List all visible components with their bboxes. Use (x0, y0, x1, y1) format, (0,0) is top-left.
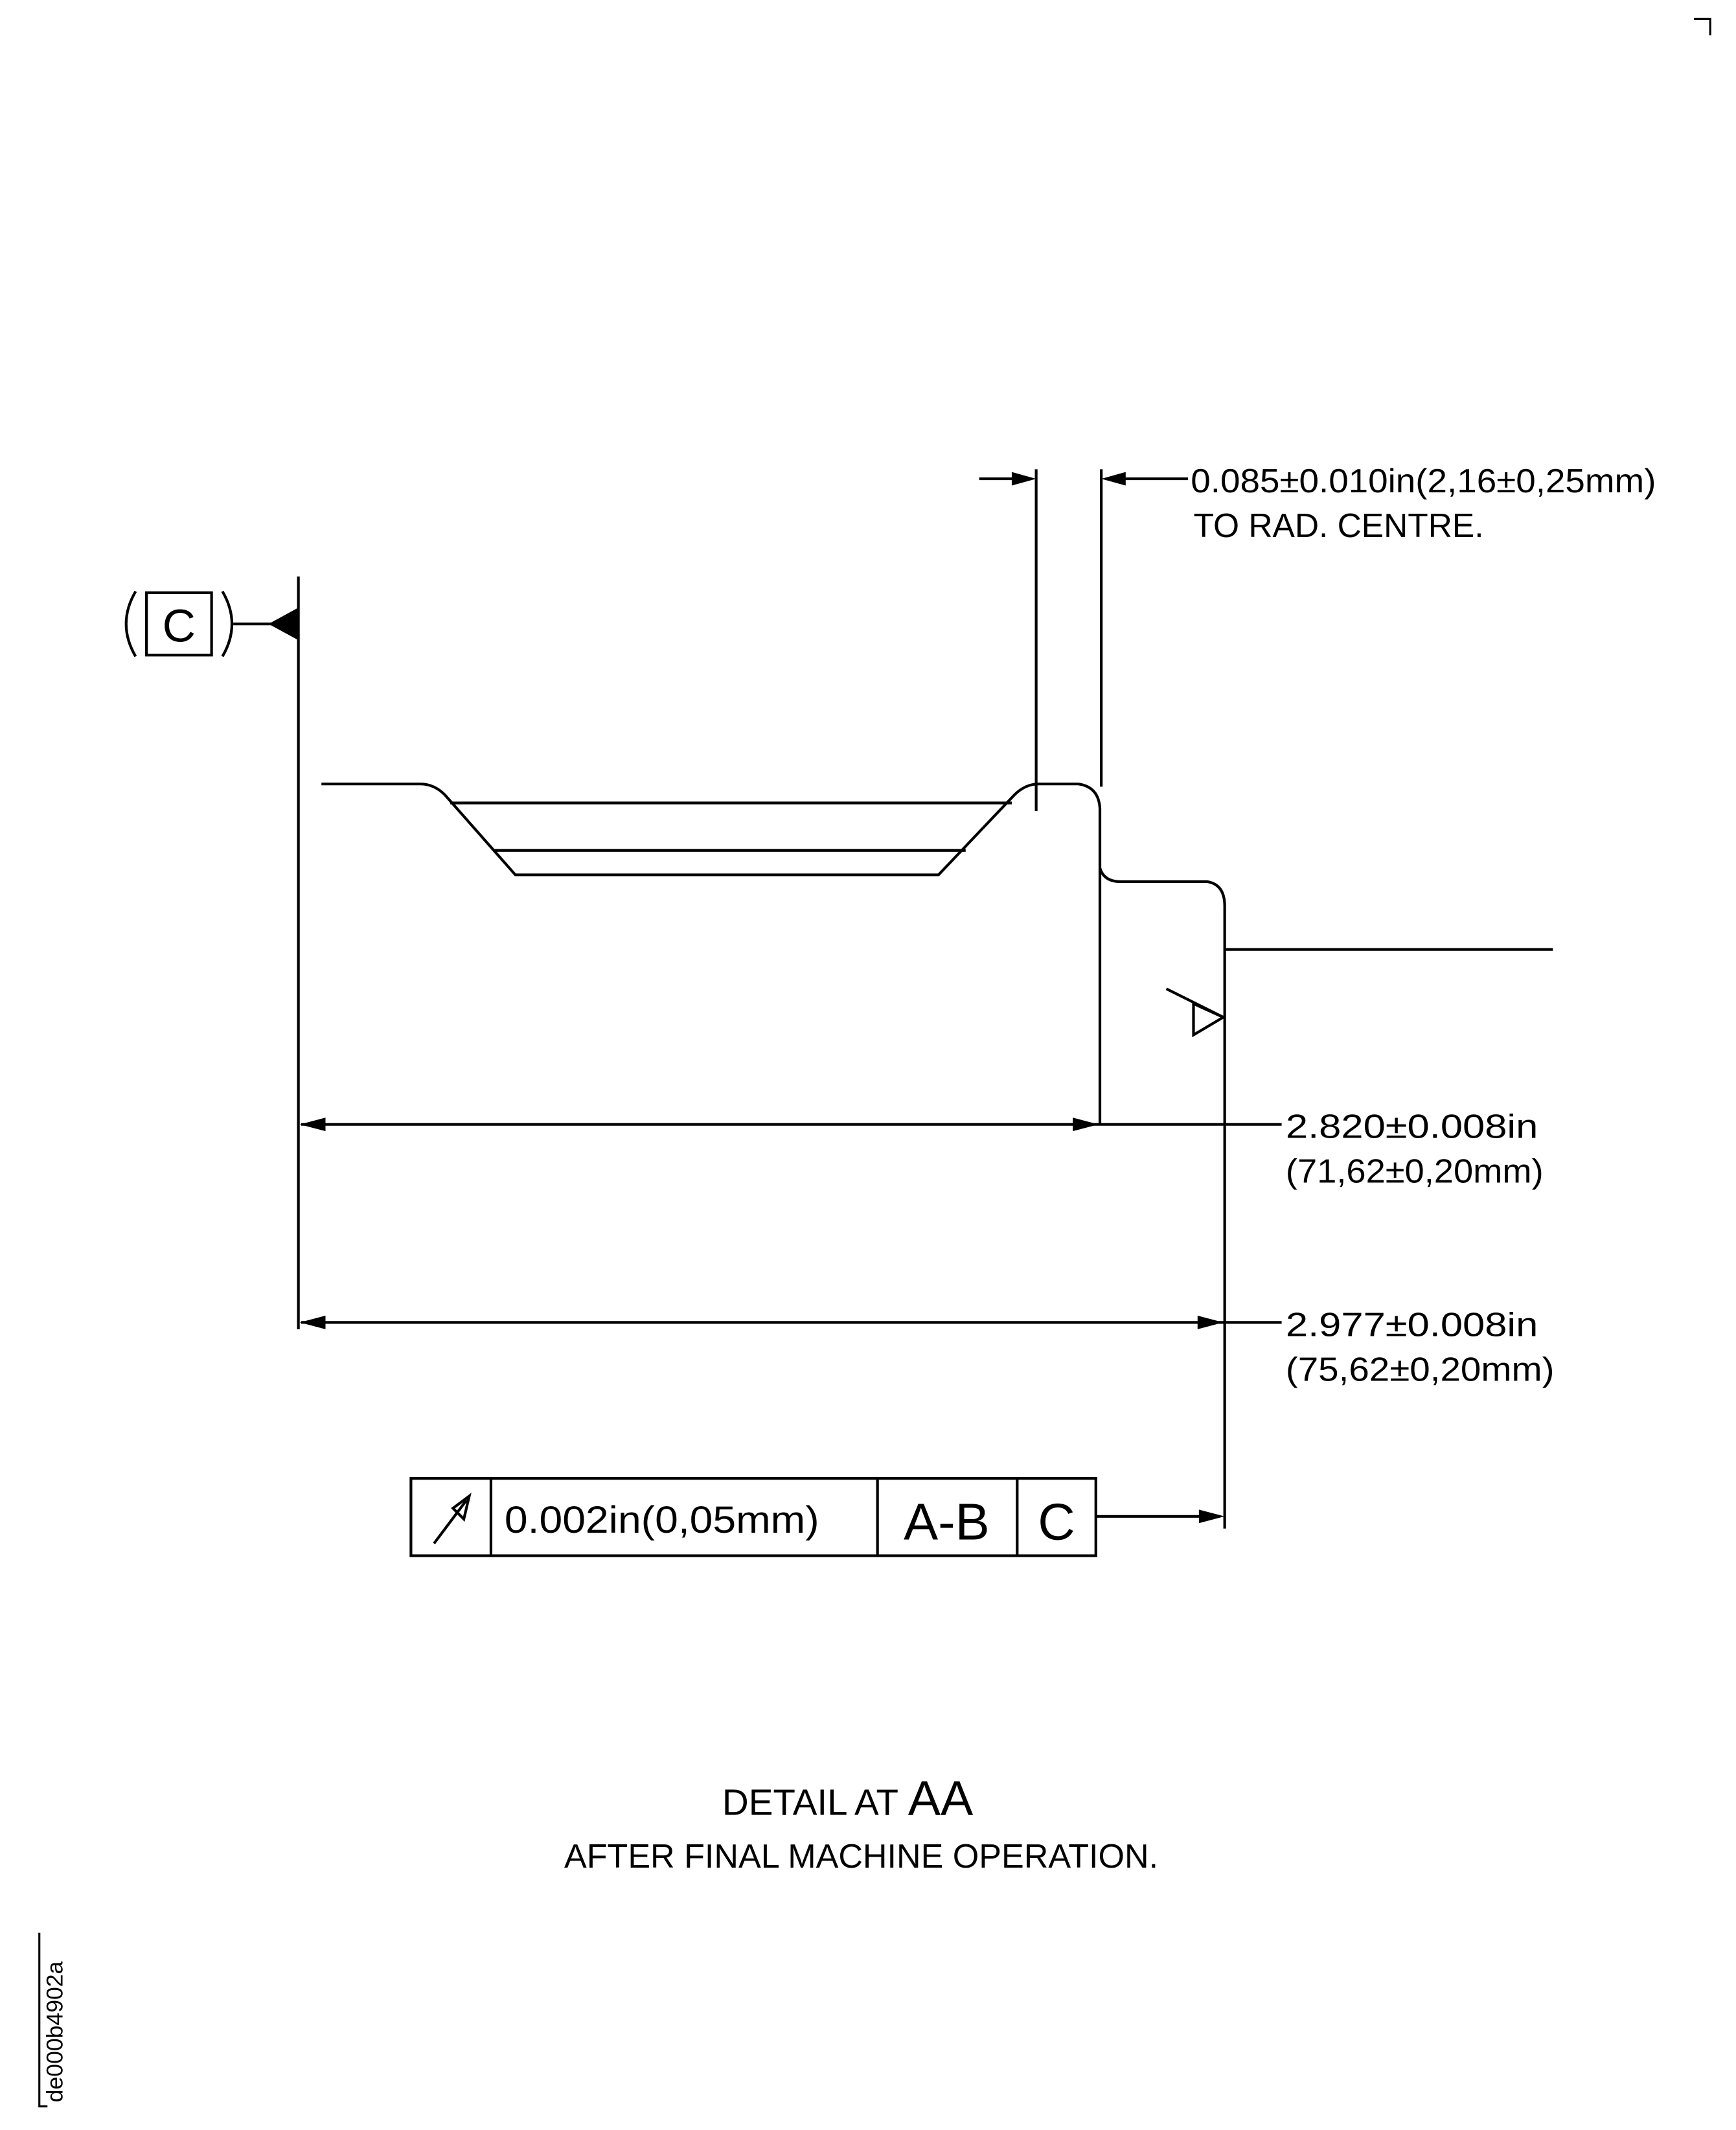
datum-target-symbol (1165, 987, 1227, 1038)
dimension-2820: 2.820±0.008in (71,62±0,20mm) (299, 1108, 1544, 1191)
detail-title: DETAIL AT AA (722, 1770, 974, 1825)
arrowhead (1197, 1315, 1224, 1329)
arrowhead (1011, 472, 1036, 486)
outer-profile (321, 783, 1102, 1125)
view-title: DETAIL AT AA AFTER FINAL MACHINE OPERATI… (564, 1770, 1158, 1875)
arrowhead (1198, 1509, 1225, 1524)
feature-control-frame: 0.002in(0,05mm) A-B C (409, 1477, 1225, 1557)
arrowhead (299, 1117, 326, 1132)
dimension-text-metric: (75,62±0,20mm) (1286, 1351, 1555, 1388)
figure-id: de000b4902a (38, 1932, 67, 2108)
circular-runout-icon (433, 1493, 472, 1544)
datum-triangle (268, 607, 299, 641)
radius-centre-dimension: 0.085±0.010in(2,16±0,25mm) TO RAD. CENTR… (979, 463, 1656, 812)
detail-subtitle: AFTER FINAL MACHINE OPERATION. (564, 1838, 1158, 1875)
dimension-text: 2.820±0.008in (1286, 1108, 1538, 1146)
primary-datum: A-B (904, 1493, 990, 1550)
figure-id-text: de000b4902a (41, 1961, 67, 2102)
target-triangle (1192, 1002, 1227, 1038)
datum-label: C (163, 601, 196, 652)
left-parenthesis (124, 590, 137, 658)
secondary-datum: C (1038, 1493, 1075, 1550)
step-profile (1099, 867, 1226, 1529)
right-parenthesis (221, 590, 234, 658)
arrowhead (1073, 1117, 1099, 1132)
runout-arrow-shaft (433, 1499, 468, 1544)
dimension-2977: 2.977±0.008in (75,62±0,20mm) (299, 1306, 1555, 1388)
id-bracket (38, 1932, 48, 2108)
dimension-text-metric: (71,62±0,20mm) (1286, 1153, 1544, 1191)
arrowhead (299, 1315, 326, 1329)
radius-dimension-note: TO RAD. CENTRE. (1193, 507, 1483, 545)
runout-arrow-head (451, 1493, 472, 1522)
title-prefix: DETAIL AT (722, 1781, 908, 1822)
tolerance-value: 0.002in(0,05mm) (505, 1499, 819, 1541)
radius-dimension-text: 0.085±0.010in(2,16±0,25mm) (1191, 463, 1656, 500)
corner-mark (1694, 17, 1711, 36)
datum-box (145, 591, 213, 657)
datum-feature-symbol: C (124, 590, 299, 658)
title-view: AA (908, 1770, 974, 1825)
part-profile (321, 783, 1553, 1529)
arrowhead (1101, 472, 1126, 486)
dimension-text: 2.977±0.008in (1286, 1306, 1538, 1344)
